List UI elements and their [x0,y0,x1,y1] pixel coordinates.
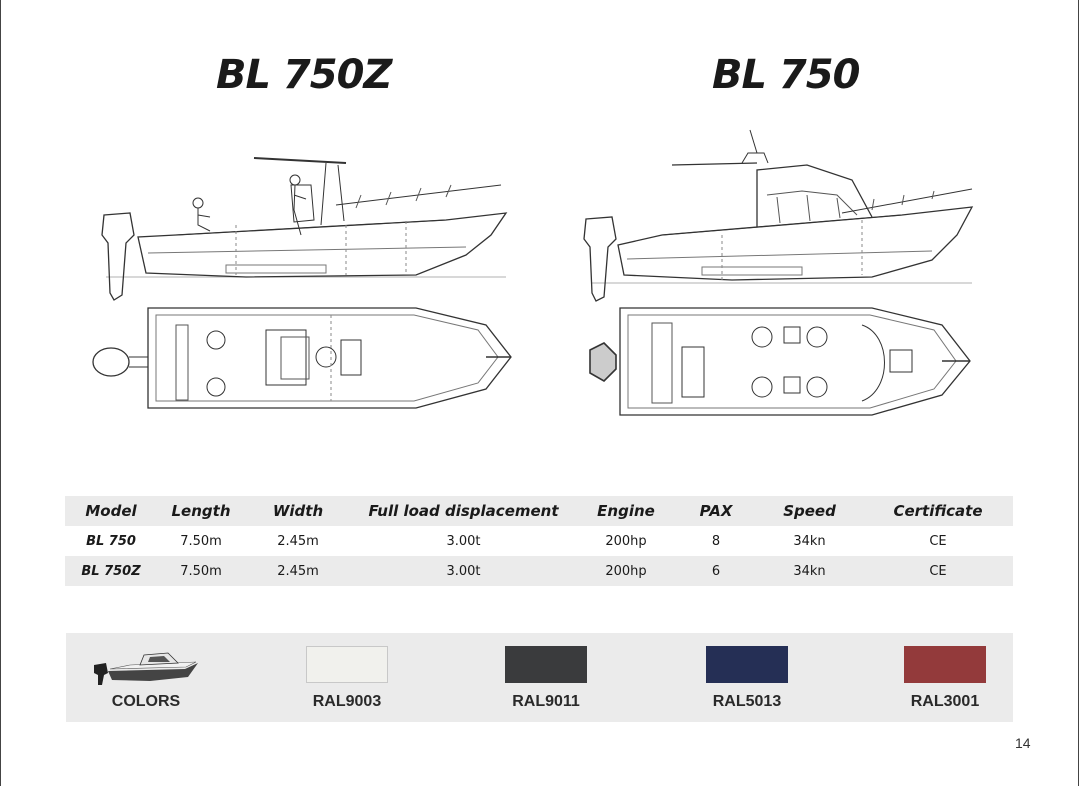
cell-length: 7.50m [180,533,222,549]
header-width: Width [272,502,324,520]
cell-model: BL 750 [86,533,136,549]
cell-width: 2.45m [277,533,319,549]
bl750z-line-drawing [92,157,512,409]
bl750-side-view [583,129,974,302]
swatch-ral5013 [706,646,788,683]
header-pax: PAX [699,502,733,520]
cell-engine: 200hp [605,533,647,549]
cell-model: BL 750Z [81,563,141,579]
page-number: 14 [1015,735,1031,751]
swatch-ral3001 [904,646,986,683]
cell-speed: 34kn [793,533,826,549]
cell-certificate: CE [929,563,947,579]
swatch-label-ral9011: RAL9011 [512,693,580,710]
bl750-top-view [589,307,971,416]
header-model: Model [85,502,137,520]
cell-engine: 200hp [605,563,647,579]
header-engine: Engine [597,502,655,520]
swatch-ral9003 [306,646,388,683]
cell-displacement: 3.00t [446,533,481,549]
table-row: BL 750Z 7.50m 2.45m 3.00t 200hp 6 34kn C… [65,556,1013,586]
title-bl750: BL 750 [712,52,860,98]
bl750-line-drawing [583,129,974,416]
bl750z-side-view [101,157,508,301]
header-certificate: Certificate [893,502,983,520]
table-row: BL 750 7.50m 2.45m 3.00t 200hp 8 34kn CE [65,526,1013,556]
cell-length: 7.50m [180,563,222,579]
swatch-label-ral9003: RAL9003 [312,693,382,710]
page-border-left [0,0,1,786]
cell-displacement: 3.00t [446,563,481,579]
header-displacement: Full load displacement [368,502,559,520]
cell-speed: 34kn [793,563,826,579]
swatch-ral9011 [505,646,587,683]
title-bl750z: BL 750Z [216,52,392,98]
spec-table: Model Length Width Full load displacemen… [65,496,1013,586]
swatch-label-ral5013: RAL5013 [712,693,782,710]
colors-label: COLORS [111,693,181,710]
header-length: Length [171,502,231,520]
cell-pax: 8 [711,533,721,549]
table-header-row: Model Length Width Full load displacemen… [65,496,1013,526]
bl750z-top-view [92,307,512,409]
cell-width: 2.45m [277,563,319,579]
cell-certificate: CE [929,533,947,549]
swatch-label-ral3001: RAL3001 [910,693,980,710]
cell-pax: 6 [711,563,721,579]
header-speed: Speed [783,502,836,520]
boat-icon [94,652,198,685]
colors-panel: COLORS RAL9003 RAL9011 RAL5013 RAL3001 [66,633,1013,722]
